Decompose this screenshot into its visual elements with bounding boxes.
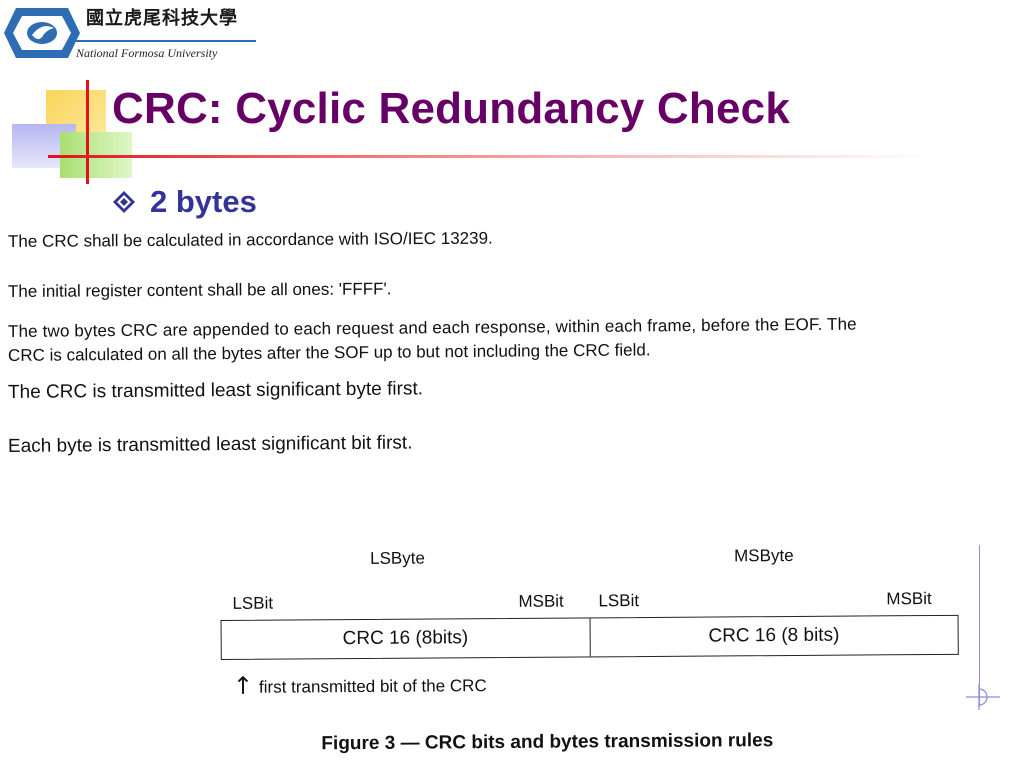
spec-paragraph-1: The CRC shall be calculated in accordanc… xyxy=(7,228,493,251)
nfu-logo-icon xyxy=(4,8,80,58)
msbyte-label: MSByte xyxy=(734,545,794,566)
crc-transmission-figure: LSByte MSByte LSBit MSBit LSBit MSBit CR… xyxy=(216,539,978,764)
slide-title: CRC: Cyclic Redundancy Check xyxy=(112,84,790,133)
lsbit-label-first-byte: LSBit xyxy=(232,593,274,613)
crc-high-byte-cell: CRC 16 (8 bits) xyxy=(589,615,958,657)
logo-divider xyxy=(76,40,256,42)
spec-paragraph-5: Each byte is transmitted least significa… xyxy=(7,432,413,457)
spec-paragraph-3-line-2: CRC is calculated on all the bytes after… xyxy=(7,340,651,365)
bullet-item: 2 bytes xyxy=(112,182,257,222)
first-bit-note: first transmitted bit of the CRC xyxy=(258,676,487,697)
lsbit-label-second-byte: LSBit xyxy=(598,591,640,611)
up-arrow-icon: ↑ xyxy=(232,671,254,700)
lsbyte-label: LSByte xyxy=(370,548,425,568)
spec-paragraph-2: The initial register content shall be al… xyxy=(7,279,392,301)
figure-caption: Figure 3 — CRC bits and bytes transmissi… xyxy=(321,730,774,755)
decor-vertical-guide-line xyxy=(979,545,980,707)
crc-low-byte-cell: CRC 16 (8bits) xyxy=(342,627,469,650)
logo-chinese-name: 國立虎尾科技大學 xyxy=(86,8,238,29)
msbit-label-second-byte: MSBit xyxy=(886,589,932,609)
university-logo: 國立虎尾科技大學 National Formosa University xyxy=(0,0,262,64)
decor-red-horizontal-line xyxy=(48,155,928,158)
msbit-label-first-byte: MSBit xyxy=(518,591,564,611)
bullet-text: 2 bytes xyxy=(150,184,257,219)
spec-paragraph-3-line-1: The two bytes CRC are appended to each r… xyxy=(7,314,857,341)
decor-red-vertical-line xyxy=(86,80,89,184)
crc-bytes-box: CRC 16 (8bits) CRC 16 (8 bits) xyxy=(220,614,959,660)
spec-paragraph-4: The CRC is transmitted least significant… xyxy=(7,378,424,403)
logo-english-name: National Formosa University xyxy=(76,46,218,60)
diamond-bullet-icon xyxy=(113,191,135,213)
crosshair-icon xyxy=(966,684,1000,710)
